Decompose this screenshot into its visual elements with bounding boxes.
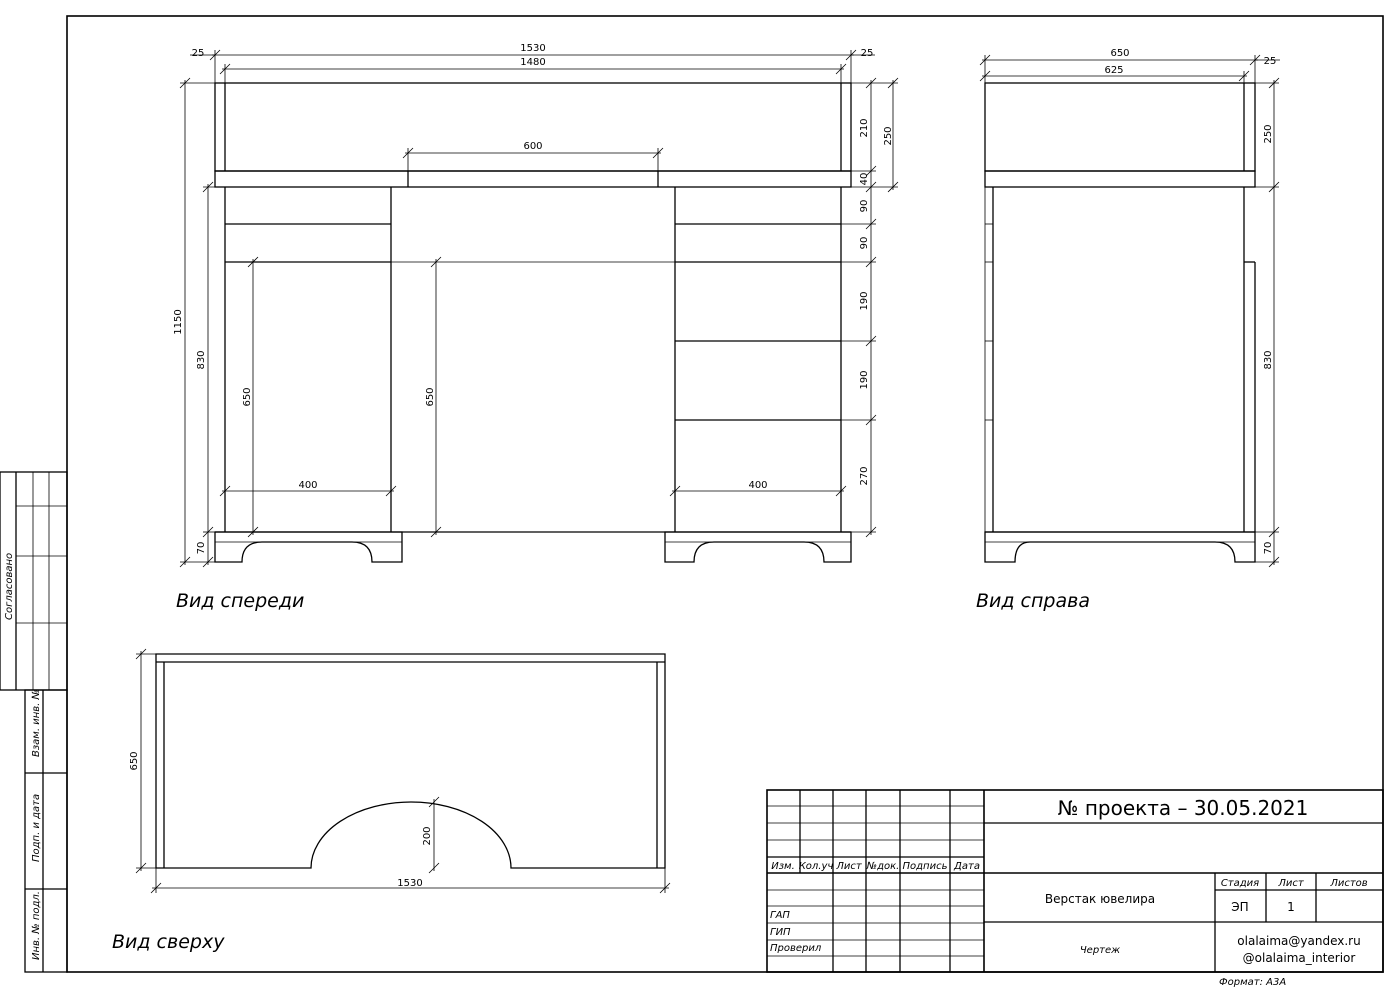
top-view-label: Вид сверху [112, 931, 225, 953]
dim-1480: 1480 [520, 57, 545, 68]
role-gip: ГИП [770, 927, 791, 938]
hdr-list: Лист [835, 861, 863, 872]
front-view-label: Вид спереди [176, 590, 304, 612]
vzam-label: Взам. инв. № [31, 689, 42, 757]
inv-label: Инв. № подл. [31, 891, 42, 960]
dim-25-left: 25 [192, 48, 205, 59]
contact-email: olalaima@yandex.ru [1237, 934, 1360, 948]
sheet-label: Лист [1277, 878, 1305, 889]
right-dimensions: 650 625 25 250 830 70 [979, 48, 1280, 568]
dim-190-b: 190 [859, 370, 870, 389]
left-strip: Согласовано Взам. инв. № Подп. и дата Ин… [0, 471, 68, 973]
stage-value: ЭП [1231, 900, 1248, 914]
format-label: Формат: А3А [1219, 977, 1286, 988]
dim-270: 270 [859, 466, 870, 485]
title-block: № проекта – 30.05.2021 Изм. Кол.уч Лист … [766, 789, 1384, 973]
dim-210: 210 [859, 118, 870, 137]
hdr-izm: Изм. [771, 861, 795, 872]
side-dim-25: 25 [1264, 56, 1277, 67]
dim-90-a: 90 [859, 200, 870, 213]
right-view-label: Вид справа [976, 590, 1090, 612]
dim-1530: 1530 [520, 43, 545, 54]
side-dim-70: 70 [1263, 542, 1274, 555]
role-gap: ГАП [770, 910, 790, 921]
dim-400-right: 400 [748, 480, 767, 491]
stage-label: Стадия [1221, 878, 1259, 889]
hdr-podpis: Подпись [903, 861, 948, 872]
side-dim-625: 625 [1104, 65, 1123, 76]
top-dim-1530: 1530 [397, 878, 422, 889]
front-dimensions: 1530 1480 25 25 600 210 250 40 90 [173, 43, 899, 568]
top-view [155, 653, 666, 869]
side-dim-650: 650 [1110, 48, 1129, 59]
top-dimensions: 650 200 1530 [129, 648, 671, 894]
dim-830: 830 [196, 350, 207, 369]
sheets-label: Листов [1329, 878, 1367, 889]
top-dim-200: 200 [422, 826, 433, 845]
sheet-frame [66, 15, 1384, 973]
dim-650-mid: 650 [425, 387, 436, 406]
hdr-kol: Кол.уч [799, 861, 834, 872]
hdr-ndok: №док. [866, 861, 900, 872]
dim-600: 600 [523, 141, 542, 152]
top-dim-650: 650 [129, 751, 140, 770]
doc-type: Чертеж [1080, 945, 1120, 956]
podp-label: Подп. и дата [31, 794, 42, 862]
dim-25-right: 25 [861, 48, 874, 59]
project-title: № проекта – 30.05.2021 [1058, 796, 1309, 820]
sheet-value: 1 [1287, 900, 1295, 914]
dim-90-b: 90 [859, 237, 870, 250]
role-checked: Проверил [770, 943, 822, 954]
dim-40: 40 [859, 173, 870, 186]
object-name: Верстак ювелира [1045, 892, 1155, 906]
dim-400-left: 400 [298, 480, 317, 491]
agreed-label: Согласовано [4, 553, 15, 620]
hdr-data: Дата [953, 861, 980, 872]
front-view [214, 82, 852, 563]
side-dim-250: 250 [1263, 124, 1274, 143]
dim-190-a: 190 [859, 291, 870, 310]
dim-70: 70 [196, 542, 207, 555]
dim-1150: 1150 [173, 309, 184, 334]
dim-650-left: 650 [242, 387, 253, 406]
side-dim-830: 830 [1263, 350, 1274, 369]
dim-250: 250 [883, 126, 894, 145]
contact-instagram: @olalaima_interior [1243, 951, 1356, 965]
right-view [984, 82, 1256, 563]
